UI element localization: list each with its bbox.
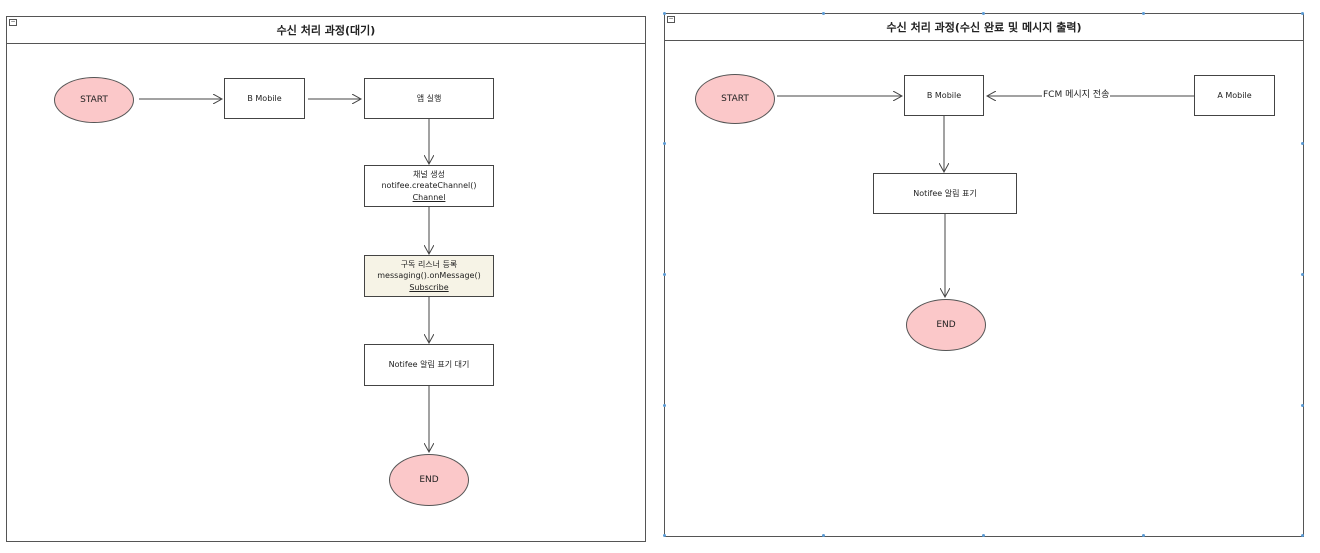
subscribe-title: 구독 리스너 등록 [400, 259, 458, 269]
subscribe-call: messaging().onMessage() [377, 271, 481, 281]
selection-handle[interactable] [822, 12, 825, 15]
selection-handle[interactable] [1142, 534, 1145, 537]
create-channel-title: 채널 생성 [413, 169, 445, 179]
collapse-icon[interactable]: − [9, 18, 17, 26]
selection-handle[interactable] [1301, 273, 1304, 276]
selection-handle[interactable] [663, 273, 666, 276]
app-launch-node[interactable]: 앱 실행 [364, 78, 494, 119]
subscribe-listener-node[interactable]: 구독 리스너 등록 messaging().onMessage() Subscr… [364, 255, 494, 297]
b-mobile-label: B Mobile [247, 93, 282, 103]
left-diagram-panel: 수신 처리 과정(대기) − START B Mobile 앱 실행 채널 생성… [6, 16, 646, 542]
subscribe-stereotype: Subscribe [409, 282, 449, 292]
notifee-show-node[interactable]: Notifee 알림 표기 [873, 173, 1017, 214]
left-panel-title: 수신 처리 과정(대기) [276, 24, 376, 37]
selection-handle[interactable] [663, 404, 666, 407]
right-diagram-panel: 수신 처리 과정(수신 완료 및 메시지 출력) − START B Mobil… [664, 13, 1304, 537]
a-mobile-label: A Mobile [1217, 90, 1252, 100]
start-node[interactable]: START [54, 77, 134, 123]
selection-handle[interactable] [663, 534, 666, 537]
start-node[interactable]: START [695, 74, 775, 124]
selection-handle[interactable] [1142, 12, 1145, 15]
a-mobile-node[interactable]: A Mobile [1194, 75, 1275, 116]
b-mobile-node[interactable]: B Mobile [224, 78, 305, 119]
left-panel-header: 수신 처리 과정(대기) [7, 17, 645, 44]
b-mobile-node[interactable]: B Mobile [904, 75, 984, 116]
notifee-show-label: Notifee 알림 표기 [913, 188, 977, 198]
selection-handle[interactable] [1301, 142, 1304, 145]
fcm-message-label: FCM 메시지 전송 [1042, 87, 1111, 100]
selection-handle[interactable] [1301, 12, 1304, 15]
selection-handle[interactable] [822, 534, 825, 537]
collapse-icon[interactable]: − [667, 15, 675, 23]
create-channel-node[interactable]: 채널 생성 notifee.createChannel() Channel [364, 165, 494, 207]
selection-handle[interactable] [1301, 404, 1304, 407]
notifee-wait-node[interactable]: Notifee 알림 표기 대기 [364, 344, 494, 386]
end-node[interactable]: END [906, 299, 986, 351]
end-label: END [936, 320, 956, 330]
end-label: END [419, 475, 439, 485]
b-mobile-label: B Mobile [926, 90, 962, 100]
selection-handle[interactable] [982, 534, 985, 537]
app-launch-label: 앱 실행 [416, 93, 442, 103]
right-panel-header: 수신 처리 과정(수신 완료 및 메시지 출력) [665, 14, 1303, 41]
right-panel-title: 수신 처리 과정(수신 완료 및 메시지 출력) [886, 21, 1082, 34]
end-node[interactable]: END [389, 454, 469, 506]
selection-handle[interactable] [982, 12, 985, 15]
create-channel-call: notifee.createChannel() [381, 181, 477, 191]
channel-stereotype: Channel [412, 192, 446, 202]
start-label: START [80, 95, 108, 105]
selection-handle[interactable] [1301, 534, 1304, 537]
selection-handle[interactable] [663, 12, 666, 15]
left-connectors [139, 17, 645, 541]
selection-handle[interactable] [663, 142, 666, 145]
start-label: START [721, 94, 749, 104]
notifee-wait-label: Notifee 알림 표기 대기 [388, 360, 470, 370]
